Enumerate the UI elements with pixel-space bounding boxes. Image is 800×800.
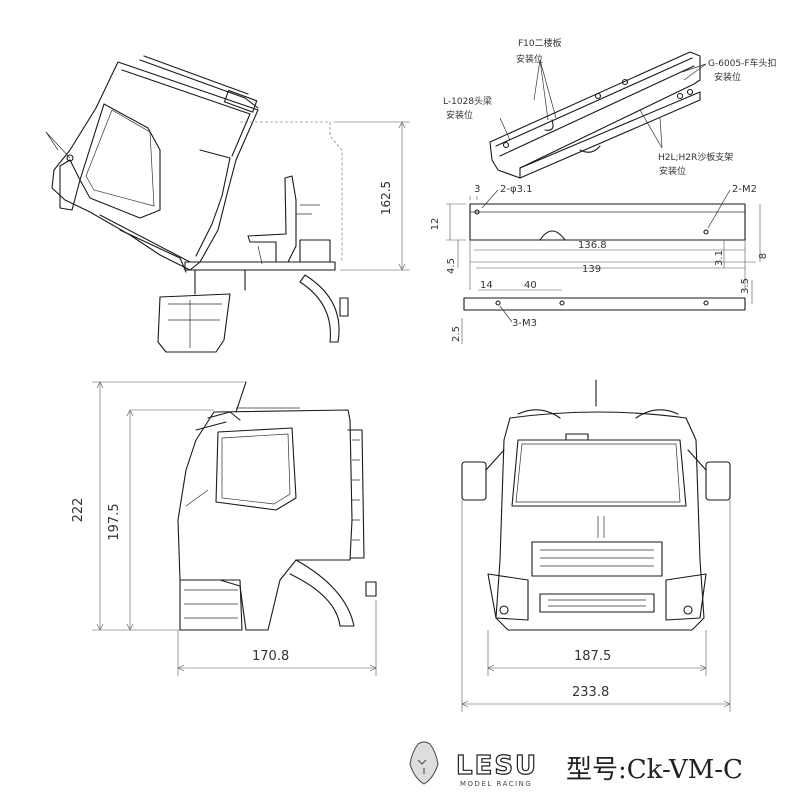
dim-12: 12	[430, 218, 441, 231]
tilted-cab-view: 162.5	[45, 55, 410, 353]
dim-3-5: 3.5	[740, 278, 751, 294]
dim-187-5: 187.5	[574, 649, 611, 664]
dim-40: 40	[524, 280, 537, 291]
dim-2-5: 2.5	[451, 326, 462, 342]
label-l1028: L-1028头梁	[443, 95, 492, 107]
label-f10-sub: 安装位	[516, 53, 543, 65]
dim-233-8: 233.8	[572, 685, 609, 700]
lesu-logo-sub: MODEL RACING	[460, 780, 532, 788]
dim-3-m3: 3-M3	[512, 318, 537, 329]
brand-row: LESU MODEL RACING 型号:Ck-VM-C	[409, 741, 743, 788]
dim-3-top: 3	[474, 184, 480, 195]
label-l1028-sub: 安装位	[446, 109, 473, 121]
dim-2-phi-3-1: 2-φ3.1	[500, 184, 532, 195]
label-f10: F10二楼板	[518, 37, 562, 49]
model-label: 型号:Ck-VM-C	[566, 755, 743, 785]
label-h2l: H2L;H2R沙板支架	[658, 151, 733, 163]
lesu-logo-text: LESU	[456, 751, 538, 781]
label-h2l-sub: 安装位	[659, 165, 686, 177]
dim-3-1: 3.1	[714, 250, 725, 266]
rail-isometric-view: F10二楼板 安装位 G-6005-F车头扣 安装位 L-1028头梁 安装位 …	[443, 37, 777, 179]
dim-8: 8	[758, 253, 769, 259]
lion-logo-icon	[409, 741, 439, 785]
dim-170-8: 170.8	[252, 649, 289, 664]
rail-dimension-view: 3 2-φ3.1 2-M2 12 136.8 139 4.5 3.1 8 14 …	[430, 184, 769, 344]
dim-197-5: 197.5	[107, 503, 122, 540]
dim-222: 222	[71, 498, 86, 523]
front-view: 187.5 233.8	[461, 379, 731, 712]
label-g6005: G-6005-F车头扣	[708, 57, 777, 69]
dim-162-5: 162.5	[379, 181, 393, 215]
dim-139: 139	[582, 264, 601, 275]
label-g6005-sub: 安装位	[714, 71, 741, 83]
dim-136-8: 136.8	[578, 240, 607, 251]
dim-4-5: 4.5	[446, 258, 457, 274]
dim-14: 14	[480, 280, 493, 291]
side-view: 222 197.5 170.8	[71, 381, 377, 676]
dim-2-m2: 2-M2	[732, 184, 757, 195]
